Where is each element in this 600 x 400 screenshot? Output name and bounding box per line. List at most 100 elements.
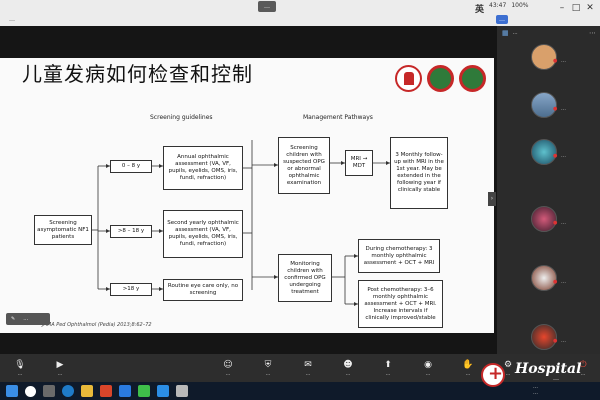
security-button[interactable]: ⛨ … — [248, 360, 288, 377]
hospital-logo-icon — [481, 363, 505, 387]
panel-toggle-icon[interactable]: › — [488, 192, 496, 206]
management-heading: Management Pathways — [303, 114, 373, 121]
raise-hand-label: … — [465, 370, 471, 377]
muted-mic-icon: ● — [553, 338, 558, 344]
muted-mic-icon: ● — [553, 153, 558, 159]
participant-name: … — [561, 153, 566, 159]
video-label: … — [57, 370, 63, 377]
raise-hand-button[interactable]: ✋ … — [448, 360, 488, 377]
share-icon: ⬆ — [384, 359, 392, 370]
clock-date: … — [533, 390, 538, 396]
leave-icon: ⏻ — [579, 359, 587, 370]
post-chemo-box: Post chemotherapy: 3–6 monthly ophthalmi… — [358, 280, 443, 328]
search-icon[interactable] — [25, 385, 36, 397]
more-icon[interactable]: ⋯ — [589, 29, 596, 37]
suspected-opg-box: Screening children with suspected OPG or… — [278, 137, 330, 194]
view-icon[interactable]: ▦ — [502, 29, 509, 37]
start-icon[interactable] — [6, 385, 18, 397]
app-title-bar: … 英 43:47 100% – □ ✕ … … — [0, 0, 600, 26]
association-logo — [427, 65, 454, 92]
microphone-icon: 🎙 — [14, 359, 26, 370]
chat-icon: ✉ — [304, 359, 312, 370]
annual-assessment-box: Annual ophthalmic assessment (VA, VF, pu… — [163, 146, 243, 190]
during-chemo-box: During chemotherapy: 3 monthly ophthalmi… — [358, 239, 440, 273]
participant-name: … — [561, 220, 566, 226]
app-icon[interactable] — [176, 385, 188, 397]
close-icon[interactable]: ✕ — [586, 3, 594, 13]
second-yearly-assessment-box: Second yearly ophthalmic assessment (VA,… — [163, 210, 243, 258]
language-indicator[interactable]: 英 — [475, 5, 485, 15]
muted-mic-icon: ● — [553, 58, 558, 64]
reactions-label: … — [345, 370, 351, 377]
muted-mic-icon: ● — [553, 279, 558, 285]
task-view-icon[interactable] — [43, 385, 55, 397]
record-label: … — [425, 370, 431, 377]
app-icon[interactable] — [138, 385, 150, 397]
participant-tile[interactable]: ● … — [497, 261, 600, 297]
recording-time-badge: … — [496, 15, 508, 24]
settings-label: … — [505, 370, 511, 377]
participant-tile[interactable]: ● … — [497, 88, 600, 124]
folder-icon[interactable] — [81, 385, 93, 397]
age-group-over-18: >18 y — [110, 283, 152, 296]
participant-name: … — [561, 106, 566, 112]
reactions-icon: ☻ — [343, 359, 353, 370]
avatar — [531, 206, 557, 232]
video-button[interactable]: ▶ … — [40, 360, 80, 377]
app-icon[interactable] — [100, 385, 112, 397]
participants-button[interactable]: ☺ … — [208, 360, 248, 377]
timer-readout: 43:47 — [489, 2, 507, 9]
participant-name: … — [561, 58, 566, 64]
participant-tile[interactable]: ● … — [497, 135, 600, 171]
watermark-sub: … — [553, 375, 559, 382]
mute-label: … — [17, 370, 23, 377]
age-group-0-8: 0 – 8 y — [110, 160, 152, 173]
routine-eye-care-box: Routine eye care only, no screening — [163, 279, 243, 301]
camera-icon: ▶ — [56, 359, 64, 370]
participant-tile[interactable]: ● … — [497, 40, 600, 76]
hospital-watermark: Hospital … — [481, 359, 600, 400]
monitoring-opg-box: Monitoring children with confirmed OPG u… — [278, 254, 332, 302]
maximize-icon[interactable]: □ — [571, 3, 581, 13]
share-label: … — [385, 370, 391, 377]
reactions-button[interactable]: ☻ … — [328, 360, 368, 377]
presenter-control[interactable]: ✎… — [6, 313, 50, 325]
speaker-row: … … — [0, 14, 600, 26]
meeting-app-icon[interactable] — [157, 385, 169, 397]
chat-label: … — [305, 370, 311, 377]
security-icon: ⛨ — [264, 359, 272, 370]
leave-label: … — [580, 370, 586, 377]
browser-icon[interactable] — [62, 385, 74, 397]
participants-icon: ☺ — [223, 359, 233, 370]
avatar — [531, 265, 557, 291]
slide-title: 儿童发病如何检查和控制 — [22, 62, 253, 86]
mri-mdt-box: MRI → MDT — [345, 150, 373, 176]
sidebar-header-label: … — [512, 30, 518, 36]
hand-icon: ✋ — [462, 359, 474, 370]
os-taskbar — [0, 382, 600, 400]
participant-tile[interactable]: ● … — [497, 320, 600, 356]
association-logo-2 — [459, 65, 486, 92]
minimize-icon[interactable]: – — [559, 3, 565, 13]
hospital-logo — [395, 65, 422, 92]
participant-tile[interactable]: ● … — [497, 202, 600, 238]
sidebar-header: ▦ … ⋯ — [497, 26, 600, 40]
avatar — [531, 44, 557, 70]
leave-button[interactable]: ⏻ … — [566, 360, 600, 377]
mute-button[interactable]: 🎙 … — [0, 360, 40, 377]
avatar — [531, 139, 557, 165]
battery-readout: 100% — [511, 2, 529, 9]
pencil-icon: ✎ — [11, 316, 16, 322]
chat-button[interactable]: ✉ … — [288, 360, 328, 377]
slide-reference: JAMA Ped Ophthalmol (Pedia) 2013;8:62–72 — [42, 322, 152, 328]
system-clock[interactable]: … … — [533, 384, 538, 396]
participant-gallery: ▦ … ⋯ ● … ● … ● … ● … ● … ● … — [497, 26, 600, 354]
settings-button[interactable]: ⚙ … — [488, 360, 528, 377]
screening-heading: Screening guidelines — [150, 114, 213, 121]
record-button[interactable]: ◉ … — [408, 360, 448, 377]
muted-mic-icon: ● — [553, 106, 558, 112]
app-icon[interactable] — [119, 385, 131, 397]
monthly-followup-box: 3 Monthly follow-up with MRI in the 1st … — [390, 137, 448, 209]
share-button[interactable]: ⬆ … — [368, 360, 408, 377]
settings-icon: ⚙ — [503, 359, 513, 370]
